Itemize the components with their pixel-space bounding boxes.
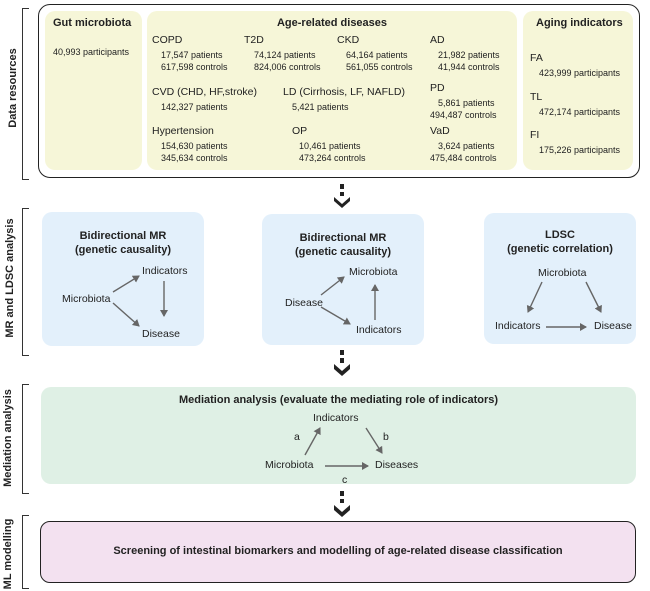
flow-connector-2 [334,350,350,376]
ldsc-arrow-microbiota-disease [585,281,602,313]
mediation-title: Mediation analysis (evaluate the mediati… [178,394,499,406]
ldsc-subtitle: (genetic correlation) [507,243,613,255]
fi-participants: 175,226 participants [539,145,621,155]
fa-participants: 423,999 participants [539,68,621,78]
ad-patients: 21,982 patients [438,50,500,60]
copd-name: COPD [152,34,183,46]
ad-controls: 41,944 controls [438,62,500,72]
mr2-title: Bidirectional MR [299,232,387,244]
mediation-indicators: Indicators [313,412,359,424]
mr1-indicators: Indicators [142,265,188,277]
t2d-controls: 824,006 controls [254,62,321,72]
gut-microbiota-title: Gut microbiota [53,17,132,29]
op-patients: 10,461 patients [299,141,361,151]
vad-controls: 475,484 controls [430,153,497,163]
ckd-name: CKD [337,34,360,46]
mr2-arrow-disease-microbiota [320,276,345,296]
ldsc-arrows [526,281,602,331]
pd-name: PD [430,82,445,94]
pd-controls: 494,487 controls [430,110,497,120]
mediation-arrow-b [365,427,383,454]
mr1-title: Bidirectional MR [79,230,167,242]
op-name: OP [292,125,308,137]
flow-connector-3 [334,491,350,517]
mediation-arrow-a [304,427,321,456]
mediation-panel [41,387,636,484]
mr2-microbiota: Microbiota [349,266,398,278]
mr2-subtitle: (genetic causality) [295,246,391,258]
mediation-path-c: c [342,474,348,486]
tl-name: TL [530,91,543,103]
ld-patients: 5,421 patients [292,102,349,112]
vad-name: VaD [430,125,450,137]
mr2-indicators: Indicators [356,324,402,336]
mediation-diseases: Diseases [375,459,419,471]
mediation-path-b: b [383,431,389,443]
mr1-disease: Disease [142,328,180,340]
mr2-arrow-disease-indicators [320,306,351,325]
mr1-arrow-microbiota-disease [112,302,140,327]
hypertension-name: Hypertension [152,125,214,137]
ckd-patients: 64,164 patients [346,50,408,60]
mr1-microbiota: Microbiota [62,293,111,305]
age-related-diseases-title: Age-related diseases [276,17,388,29]
mediation-path-a: a [294,431,300,443]
hypertension-patients: 154,630 patients [161,141,228,151]
pd-patients: 5,861 patients [438,98,495,108]
ldsc-microbiota: Microbiota [538,267,587,279]
ldsc-arrow-microbiota-indicators [526,281,543,313]
bracket-ml [22,515,29,589]
bracket-mediation [22,384,29,494]
flow-connector-1 [334,184,350,208]
copd-patients: 17,547 patients [161,50,223,60]
copd-controls: 617,598 controls [161,62,228,72]
data-resources-box [38,4,640,178]
gut-microbiota-panel [45,11,142,170]
tl-participants: 472,174 participants [539,107,621,117]
ldsc-disease: Disease [594,320,632,332]
mr1-subtitle: (genetic causality) [75,244,171,256]
gut-microbiota-participants: 40,993 participants [53,47,130,57]
fa-name: FA [530,52,543,64]
ldsc-title: LDSC [545,229,575,241]
mediation-arrows [304,427,383,470]
mediation-microbiota: Microbiota [265,459,314,471]
ldsc-panel [484,213,636,344]
op-controls: 473,264 controls [299,153,366,163]
ldsc-indicators: Indicators [495,320,541,332]
mr2-arrows [320,276,379,325]
bracket-mr-ldsc [22,208,29,356]
cvd-name: CVD (CHD, HF,stroke) [152,86,258,98]
hypertension-controls: 345,634 controls [161,153,228,163]
aging-indicators-panel [523,11,633,170]
cvd-patients: 142,327 patients [161,102,228,112]
ld-name: LD (Cirrhosis, LF, NAFLD) [283,86,405,98]
t2d-patients: 74,124 patients [254,50,316,60]
aging-indicators-title: Aging indicators [536,17,623,29]
t2d-name: T2D [244,34,264,46]
mr2-disease: Disease [285,297,323,309]
ckd-controls: 561,055 controls [346,62,413,72]
mr1-arrow-microbiota-indicators [112,275,140,293]
vad-patients: 3,624 patients [438,141,495,151]
fi-name: FI [530,129,540,141]
ml-title: Screening of intestinal biomarkers and m… [113,545,563,557]
bracket-data-resources [22,8,29,180]
ml-box [40,521,636,583]
mr1-arrows [112,275,168,327]
ad-name: AD [430,34,445,46]
age-related-diseases-panel [147,11,517,170]
mr1-panel [42,212,204,346]
